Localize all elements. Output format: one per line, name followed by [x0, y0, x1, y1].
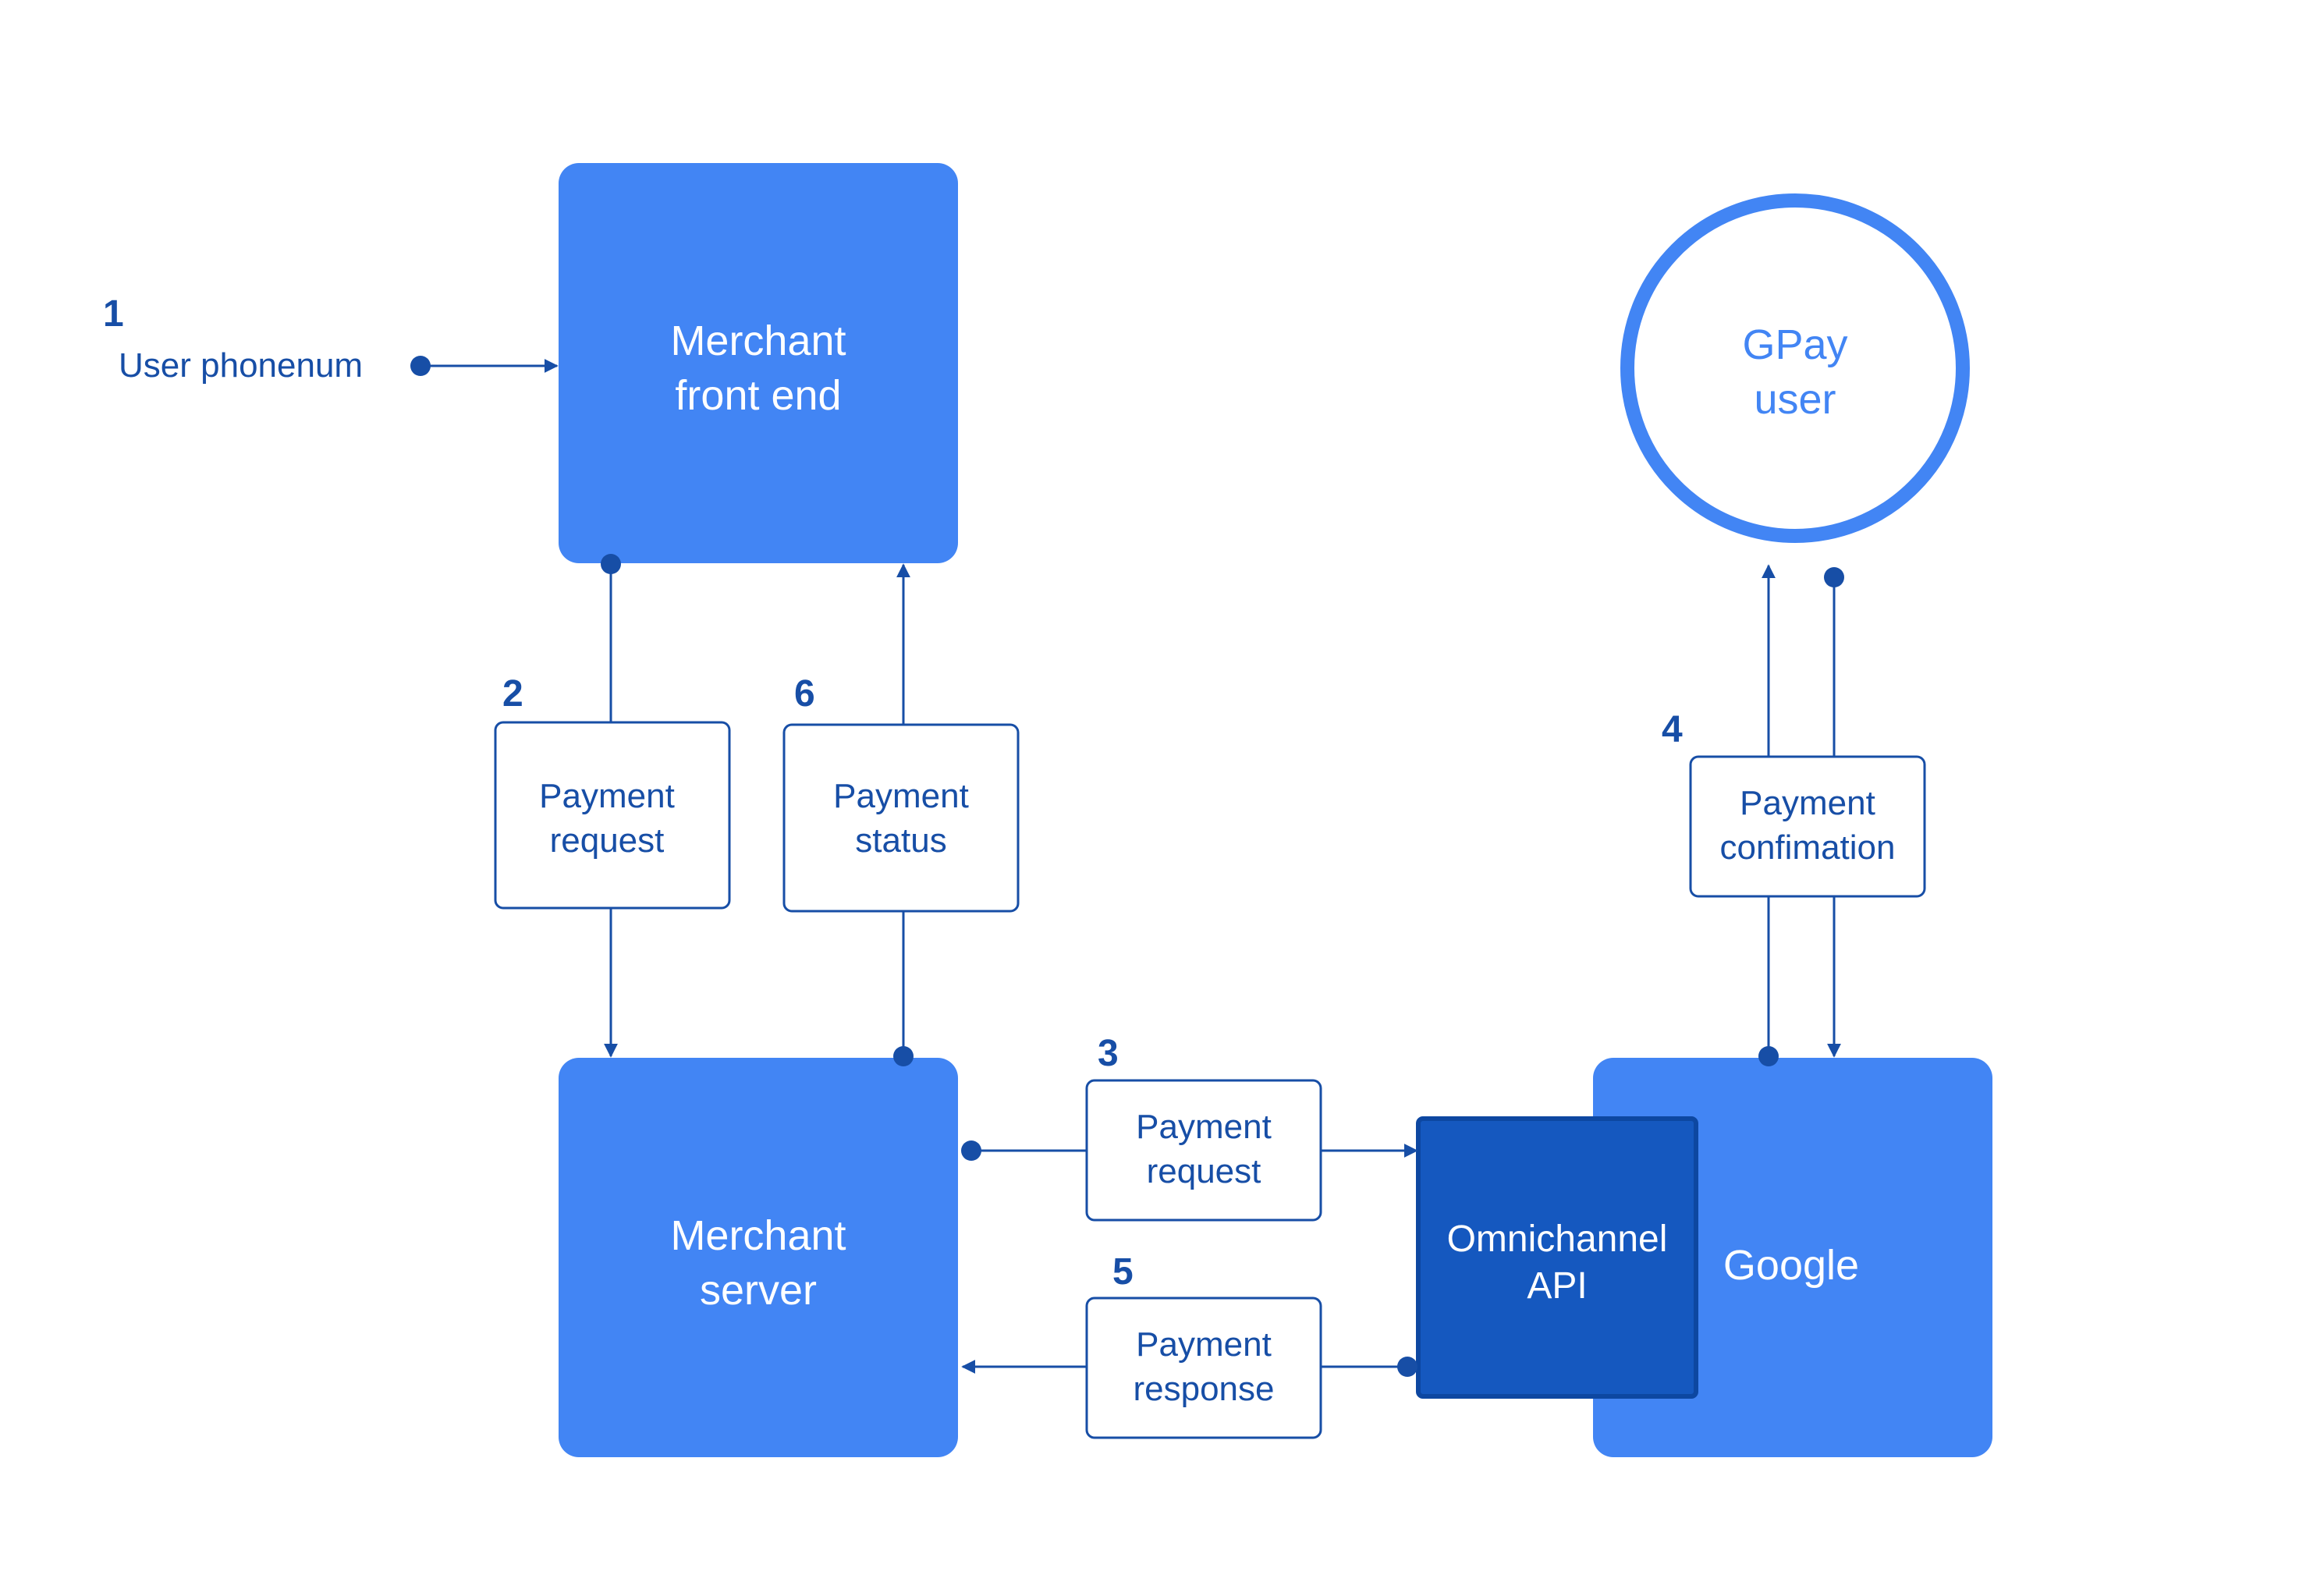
step-1-label: User phonenum	[119, 346, 363, 385]
step-5-label-2: response	[1133, 1370, 1274, 1408]
step-1-number: 1	[103, 293, 124, 335]
gpay-user-circle	[1620, 193, 1970, 543]
omnichannel-api-box	[1416, 1116, 1698, 1399]
omnichannel-api-label: Omnichannel	[1447, 1218, 1668, 1260]
step-4-label-box	[1689, 755, 1926, 898]
merchant-front-end-label-2: front end	[675, 372, 841, 419]
step-4-number: 4	[1662, 709, 1683, 750]
omnichannel-api-label-2: API	[1527, 1265, 1587, 1307]
merchant-front-end-label: Merchant	[670, 317, 846, 364]
step-5-label-box	[1085, 1297, 1322, 1439]
gpay-user-label-2: user	[1754, 376, 1836, 423]
step-3-label: Payment	[1136, 1108, 1272, 1146]
step-6-label: Payment	[833, 777, 969, 815]
step-6-label-2: status	[855, 821, 946, 860]
step-2-number: 2	[502, 673, 523, 715]
merchant-server-label: Merchant	[670, 1212, 846, 1259]
merchant-server-box	[559, 1058, 958, 1457]
step-2-label: Payment	[539, 777, 675, 815]
step-6-label-box	[782, 723, 1020, 913]
gpay-user-label: GPay	[1742, 321, 1847, 368]
step-3-label-box	[1085, 1079, 1322, 1222]
google-label: Google	[1723, 1242, 1859, 1289]
step-5-number: 5	[1112, 1251, 1134, 1293]
merchant-server-label-2: server	[700, 1267, 817, 1314]
step-4-label-2: confimation	[1719, 828, 1895, 867]
step-6-number: 6	[794, 673, 815, 715]
step-2-label-2: request	[550, 821, 665, 860]
step-3-number: 3	[1098, 1033, 1119, 1074]
step-2-label-box	[494, 721, 731, 910]
merchant-front-end-box	[559, 163, 958, 563]
step-4-label: Payment	[1740, 784, 1875, 822]
step-3-label-2: request	[1147, 1152, 1261, 1190]
step-5-label: Payment	[1136, 1325, 1272, 1364]
